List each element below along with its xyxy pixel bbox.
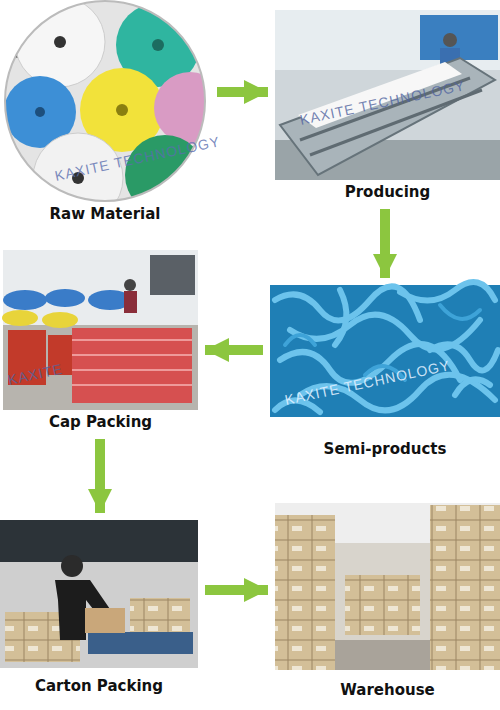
- step-caption: Cap Packing: [3, 412, 198, 432]
- process-step: Raw Material: [0, 0, 210, 224]
- illustration-part: [3, 250, 198, 410]
- illustration-part: [270, 285, 500, 417]
- illustration-part: [85, 608, 125, 633]
- illustration-part: [124, 279, 136, 291]
- process-step: Carton Packing: [0, 520, 198, 696]
- process-step: Cap Packing: [3, 250, 198, 432]
- step-caption: Warehouse: [275, 680, 500, 700]
- step-caption: Carton Packing: [0, 676, 198, 696]
- illustration-part: [42, 312, 78, 328]
- illustration-part: [88, 632, 193, 654]
- step-caption: Producing: [275, 182, 500, 202]
- flow-arrow: [380, 209, 390, 278]
- illustration-part: [45, 289, 85, 307]
- illustration-part: [280, 58, 495, 175]
- illustration-part: [150, 255, 195, 295]
- illustration-part: [72, 339, 192, 341]
- flow-arrow: [217, 87, 268, 97]
- illustration-part: [61, 555, 83, 577]
- illustration-part: [54, 36, 66, 48]
- illustration-part: [285, 335, 315, 345]
- illustration-part: [72, 369, 192, 371]
- illustration-part: [275, 515, 335, 670]
- process-step: Warehouse: [275, 503, 500, 700]
- illustration-part: [124, 291, 137, 313]
- photo-area: [275, 503, 500, 670]
- illustration-part: [72, 384, 192, 386]
- illustration-part: [430, 505, 500, 670]
- illustration-part: [72, 354, 192, 356]
- illustration-part: [0, 520, 198, 668]
- photo-area: [3, 250, 198, 410]
- illustration-part: [130, 598, 190, 633]
- illustration-part: [440, 305, 480, 319]
- illustration-part: [455, 379, 490, 395]
- flow-arrow: [95, 439, 105, 513]
- illustration-part: [72, 328, 192, 403]
- illustration-part: [443, 33, 457, 47]
- illustration-part: [152, 39, 164, 51]
- illustration-part: [275, 503, 500, 670]
- illustration-part: [400, 282, 495, 301]
- illustration-part: [116, 104, 128, 116]
- step-caption: Raw Material: [0, 204, 210, 224]
- step-caption: Semi-products: [270, 439, 500, 459]
- illustration-part: [275, 10, 500, 180]
- illustration-part: [335, 290, 346, 345]
- illustration-part: [335, 640, 430, 670]
- illustration-part: [2, 310, 38, 326]
- illustration-part: [275, 282, 498, 412]
- flow-arrow: [205, 585, 268, 595]
- illustration-part: [15, 0, 105, 87]
- photo-area: [0, 520, 198, 668]
- illustration-part: [3, 290, 47, 310]
- illustration-part: [35, 107, 45, 117]
- illustration-part: [345, 575, 420, 635]
- illustration-part: [3, 325, 198, 410]
- illustration-part: [0, 520, 198, 562]
- flow-arrow: [205, 345, 263, 355]
- illustration-part: [72, 340, 192, 385]
- illustration-part: [0, 0, 226, 223]
